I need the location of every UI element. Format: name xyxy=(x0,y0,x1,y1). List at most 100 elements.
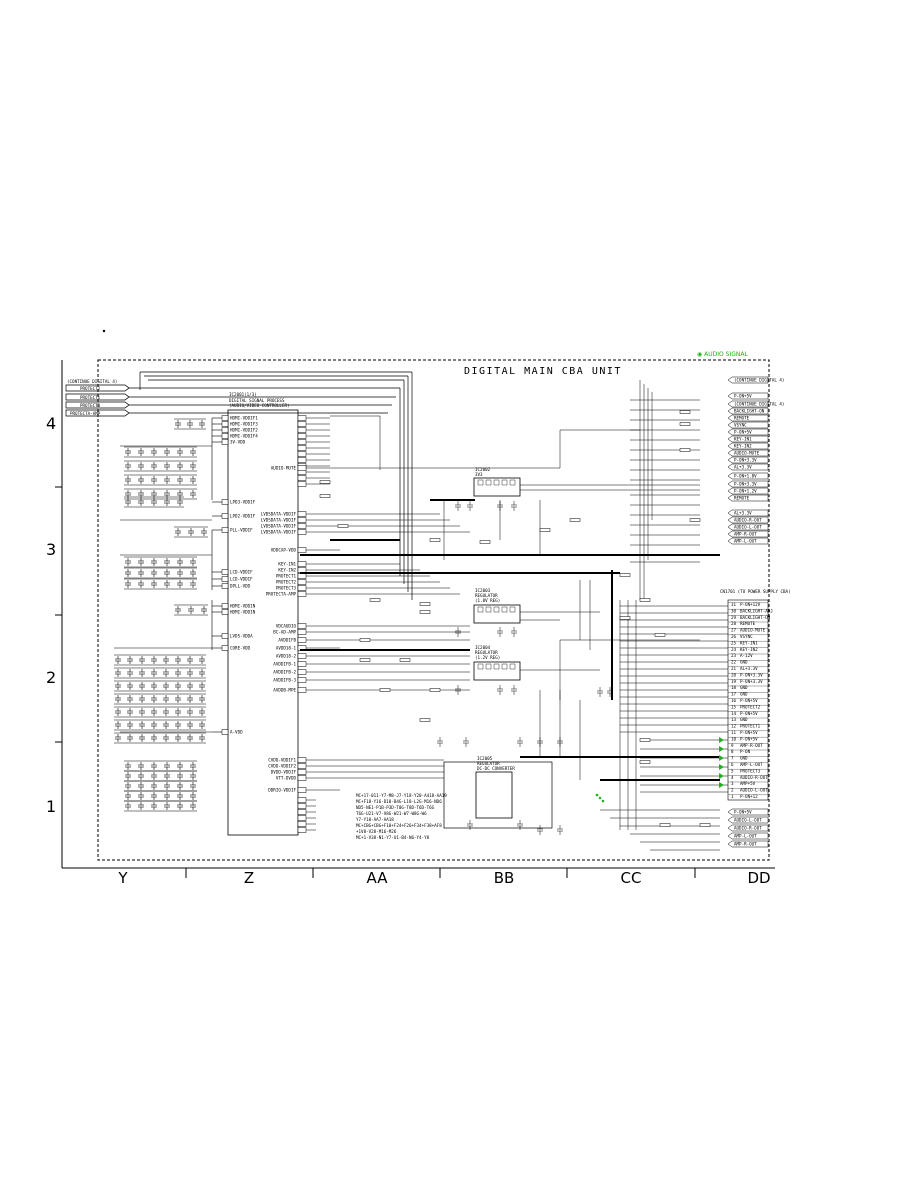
main-ic-right-pin-box xyxy=(297,421,307,427)
reg-pin xyxy=(493,606,500,613)
main-ic-right-pin-label: LVDSDATA-VDDIF xyxy=(261,524,297,529)
main-ic-line2: (AUDIO/VIDEO CONTROLLER) xyxy=(229,403,290,408)
capacitor xyxy=(115,708,121,716)
capacitor xyxy=(199,708,205,716)
capacitor xyxy=(138,462,144,470)
col-label-bb: BB xyxy=(493,869,515,887)
signal-flag-label: P-ON+3.3V xyxy=(734,482,757,487)
capacitor xyxy=(597,687,603,697)
capacitor xyxy=(125,792,131,800)
connector-pin-number: 14 xyxy=(731,711,737,716)
capacitor xyxy=(139,669,145,677)
signal-flag xyxy=(727,428,769,436)
connector-pin-number: 31 xyxy=(731,602,737,607)
main-ic-left-pin-label: DPLL-VDD xyxy=(230,584,251,589)
main-ic-left-pin-box xyxy=(221,439,229,445)
resistor xyxy=(379,688,391,692)
main-ic-right-pin-box xyxy=(297,815,307,821)
capacitor xyxy=(164,802,170,810)
power-rails xyxy=(300,499,720,781)
cn1701-label: CN1701 (TO POWER SUPPLY CBA) xyxy=(720,589,791,594)
output-flag-label: AUDIO-L-OUT xyxy=(734,818,762,823)
capacitor xyxy=(511,501,517,511)
main-ic-right-pin-box xyxy=(297,517,307,523)
capacitor xyxy=(138,762,144,770)
capacitor xyxy=(164,490,170,498)
signal-flag xyxy=(727,414,769,422)
main-ic-right-pin-box xyxy=(297,591,307,597)
resistor xyxy=(619,616,631,620)
col-label-dd: DD xyxy=(747,869,771,887)
capacitor xyxy=(187,721,193,729)
capacitor xyxy=(151,762,157,770)
connector-pin-label: P-ON+5V xyxy=(740,711,758,716)
capacitor xyxy=(139,682,145,690)
capacitor xyxy=(138,558,144,566)
capacitor xyxy=(163,708,169,716)
connector-pin-number: 16 xyxy=(731,698,737,703)
main-ic-left-pin-label: PLL-VDDIF xyxy=(230,528,253,533)
capacitor xyxy=(190,772,196,780)
connector-pin-label: KEY-IN2 xyxy=(740,647,758,652)
ic2005-line2: DC-DC CONVERTER xyxy=(477,766,515,771)
reg-pin xyxy=(477,606,484,613)
connector-pin-label: AUDIO-L-OUT xyxy=(740,788,768,793)
signal-flag xyxy=(727,537,769,545)
capacitor xyxy=(163,682,169,690)
capacitor xyxy=(139,656,145,664)
main-ic-right-pin-label: KEY-IN2 xyxy=(278,568,296,573)
output-flag-label: AMP-R-OUT xyxy=(734,842,757,847)
row-label-3: 3 xyxy=(46,540,57,559)
connector-pin-number: 24 xyxy=(731,647,737,652)
main-ic-right-pin-label: VTT-DVDD xyxy=(276,776,297,781)
capacitor xyxy=(164,476,170,484)
capacitor xyxy=(127,734,133,742)
capacitor xyxy=(138,490,144,498)
capacitor xyxy=(163,695,169,703)
capacitor xyxy=(175,708,181,716)
main-ic-line1: DIGITAL SIGNAL PROCESS xyxy=(229,398,285,403)
capacitor xyxy=(175,656,181,664)
connector-pin-number: 8 xyxy=(731,749,734,754)
capacitor xyxy=(125,772,131,780)
connector-pin-label: GND xyxy=(740,717,748,722)
signal-flag-label: AUDIO-MUTE xyxy=(734,451,760,456)
main-ic-left-pin-label: LVDS-VDDA xyxy=(230,634,253,639)
connector-pin-number: 21 xyxy=(731,666,737,671)
signal-flag-label: P-ON+5V xyxy=(734,394,752,399)
capacitor-banks xyxy=(114,418,213,812)
connector-pin-number: 6 xyxy=(731,762,734,767)
main-ic-right-pin-box xyxy=(297,669,307,675)
main-ic-right-pin-box xyxy=(297,481,307,487)
reg-pin xyxy=(509,606,516,613)
output-flag xyxy=(727,808,769,816)
main-ic-left-pin-label: HDMI-VDDIF3 xyxy=(230,422,258,427)
main-ic-right-pin-label: PROTECT1 xyxy=(276,574,297,579)
bus-continue-label: (CONTINUE DIGITAL 4) xyxy=(67,379,117,384)
signal-flag-label: AUDIO-R-OUT xyxy=(734,518,762,523)
connector-pin-label: PROTECT3 xyxy=(740,768,761,773)
capacitor xyxy=(164,558,170,566)
capacitor xyxy=(151,569,157,577)
signal-flag-label: AMP-R-OUT xyxy=(734,532,757,537)
reg-pin xyxy=(477,663,484,670)
capacitor xyxy=(115,734,121,742)
main-ic-right-pin-label: LVDSDATA-VDDIF xyxy=(261,530,297,535)
signal-flag xyxy=(727,487,769,495)
main-ic-left-pin-label: CORE-VDD xyxy=(230,646,251,651)
capacitor xyxy=(177,490,183,498)
capacitor xyxy=(177,569,183,577)
note-line: Y7-Y10-AA7-AA18 xyxy=(356,817,394,822)
capacitor xyxy=(163,669,169,677)
resistor xyxy=(429,538,441,542)
connector-pin-label: AL+3.3V xyxy=(740,666,758,671)
resistor xyxy=(419,610,431,614)
capacitor xyxy=(437,737,443,747)
main-ic-right-pin-box xyxy=(297,573,307,579)
capacitor xyxy=(190,802,196,810)
capacitor xyxy=(127,708,133,716)
connector-pin-number: 29 xyxy=(731,615,737,620)
capacitor xyxy=(177,580,183,588)
connector-pin-number: 9 xyxy=(731,743,734,748)
